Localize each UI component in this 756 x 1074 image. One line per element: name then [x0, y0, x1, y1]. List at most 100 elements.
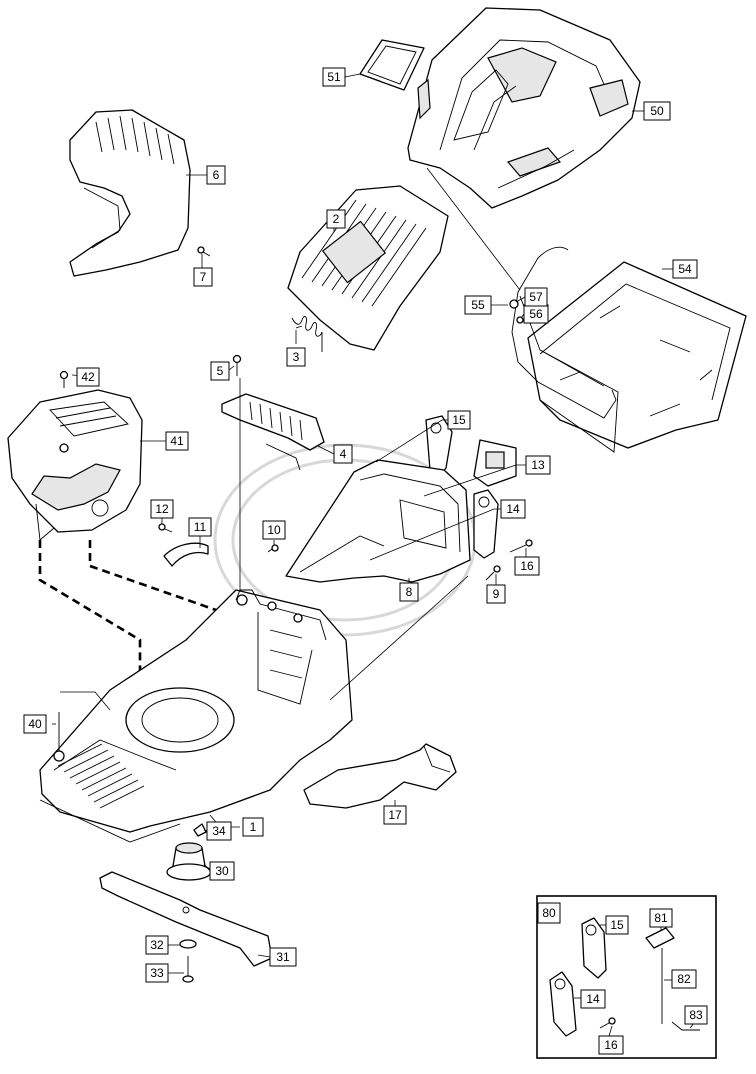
label-80: 80 [537, 902, 561, 924]
svg-text:54: 54 [678, 262, 692, 276]
part-41-engine [7, 389, 143, 541]
svg-text:9: 9 [493, 587, 500, 601]
label-inset-16: 16 [598, 1035, 624, 1055]
svg-text:2: 2 [333, 212, 340, 226]
label-4: 4 [333, 444, 353, 464]
svg-text:42: 42 [81, 370, 95, 384]
svg-text:82: 82 [677, 972, 691, 986]
label-3: 3 [286, 347, 306, 367]
label-2: 2 [326, 209, 346, 229]
leader-lines [52, 73, 673, 974]
svg-text:31: 31 [276, 950, 290, 964]
label-34: 34 [206, 821, 232, 841]
label-8: 8 [399, 582, 419, 602]
part-40-bolt [53, 712, 65, 762]
label-51: 51 [322, 67, 346, 87]
label-82: 82 [671, 969, 697, 989]
part-7-screw [197, 246, 211, 257]
part-34-key [193, 823, 207, 837]
part-54-grass-bag [527, 261, 747, 453]
part-14-pivot [473, 489, 499, 559]
svg-text:7: 7 [200, 270, 207, 284]
part-17-guard [303, 743, 457, 809]
part-31-blade [99, 871, 273, 967]
part-13-cap [473, 439, 517, 487]
label-10: 10 [262, 520, 286, 540]
svg-text:5: 5 [217, 364, 224, 378]
svg-text:16: 16 [604, 1038, 618, 1052]
label-40: 40 [23, 714, 47, 734]
svg-text:1: 1 [250, 820, 257, 834]
part-56-screw [516, 316, 524, 324]
label-7: 7 [193, 267, 213, 287]
svg-text:40: 40 [28, 717, 42, 731]
part-9-screw [485, 565, 501, 581]
svg-text:3: 3 [293, 350, 300, 364]
label-81: 81 [649, 908, 673, 928]
label-83: 83 [684, 1005, 708, 1025]
label-13: 13 [525, 455, 551, 475]
svg-text:34: 34 [212, 824, 226, 838]
label-57: 57 [524, 287, 548, 307]
svg-text:50: 50 [650, 104, 664, 118]
svg-text:30: 30 [215, 864, 229, 878]
label-16: 16 [514, 556, 540, 576]
label-30: 30 [209, 861, 235, 881]
label-5: 5 [210, 361, 230, 381]
svg-text:55: 55 [471, 298, 485, 312]
svg-text:14: 14 [506, 502, 520, 516]
label-41: 41 [165, 431, 189, 451]
svg-text:33: 33 [150, 966, 164, 980]
svg-text:56: 56 [529, 307, 543, 321]
part-42-screw [59, 370, 69, 388]
svg-text:13: 13 [531, 458, 545, 472]
part-33-bolt [182, 956, 194, 983]
label-31: 31 [269, 947, 297, 967]
part-11-clip [163, 542, 209, 567]
part-5-screw [232, 354, 242, 376]
svg-text:4: 4 [340, 447, 347, 461]
label-55: 55 [464, 295, 492, 315]
svg-text:83: 83 [689, 1008, 703, 1022]
svg-text:51: 51 [327, 70, 341, 84]
svg-text:32: 32 [150, 938, 164, 952]
label-inset-14: 14 [580, 989, 606, 1009]
part-10-screw [267, 544, 279, 553]
svg-text:16: 16 [520, 559, 534, 573]
svg-text:15: 15 [452, 413, 466, 427]
svg-text:11: 11 [194, 520, 207, 534]
part-12-screw [158, 523, 173, 533]
part-6-cover [69, 109, 191, 277]
label-1: 1 [242, 817, 264, 837]
dashed-guide-2 [88, 540, 217, 612]
svg-text:41: 41 [170, 434, 184, 448]
label-15: 15 [447, 410, 471, 430]
svg-text:57: 57 [529, 290, 543, 304]
label-50: 50 [643, 101, 671, 121]
label-12: 12 [150, 499, 174, 519]
label-54: 54 [672, 259, 698, 279]
label-inset-15: 15 [605, 915, 629, 935]
part-50-box-cover [407, 7, 641, 209]
part-1-deck [39, 589, 353, 843]
label-9: 9 [486, 584, 506, 604]
label-17: 17 [383, 805, 407, 825]
svg-text:17: 17 [388, 808, 402, 822]
part-32-washer [179, 939, 197, 949]
part-51-plate [359, 39, 425, 91]
part-30-adapter [166, 842, 212, 881]
label-32: 32 [145, 935, 169, 955]
svg-text:14: 14 [586, 992, 600, 1006]
label-14: 14 [500, 499, 526, 519]
svg-text:6: 6 [213, 168, 220, 182]
label-42: 42 [76, 367, 100, 387]
label-11: 11 [188, 517, 212, 537]
label-56: 56 [523, 304, 549, 324]
svg-text:8: 8 [406, 585, 413, 599]
part-8-chute [285, 459, 471, 583]
part-3-spring [291, 316, 323, 352]
svg-text:10: 10 [267, 523, 281, 537]
part-4-bracket [221, 393, 325, 471]
part-16-screw [509, 539, 533, 553]
